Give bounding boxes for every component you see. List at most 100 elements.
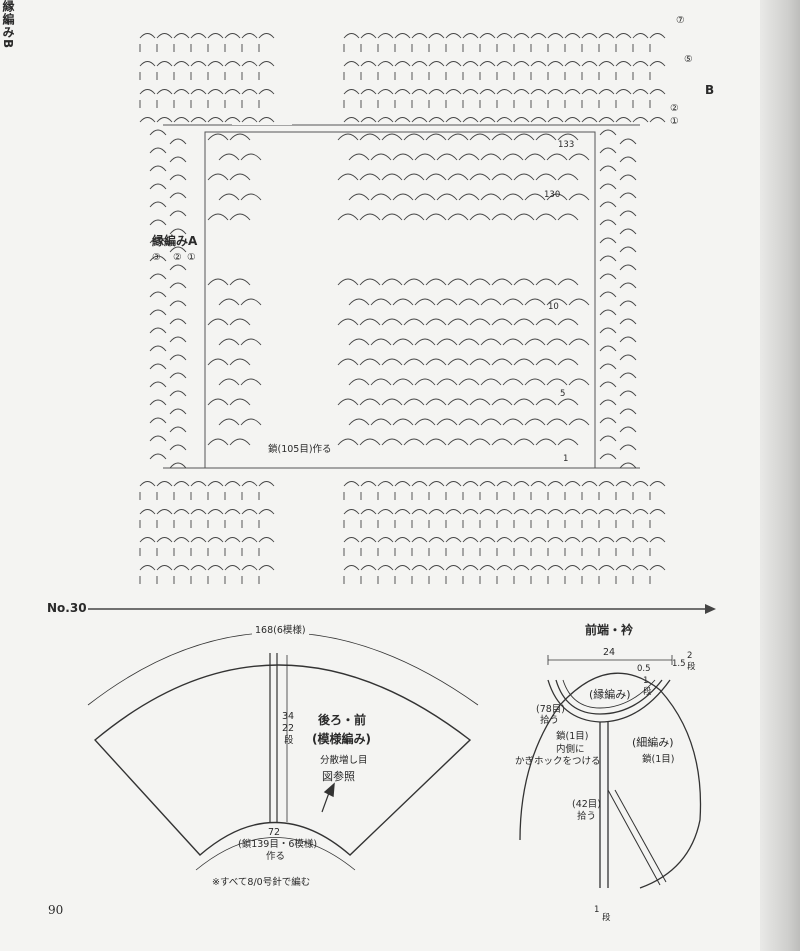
stitch-arc [425, 173, 447, 181]
stitch-arc [240, 378, 262, 386]
pattern-number: No.30 [47, 601, 87, 615]
stitch-arc [240, 418, 262, 426]
stitch-arc [258, 89, 275, 95]
stitch-arc [428, 537, 445, 543]
stitch-arc [524, 193, 546, 201]
stitch-arc [377, 509, 394, 515]
stitch-arc [241, 509, 258, 515]
stitch-arc [564, 33, 581, 39]
stitch-arc [149, 381, 167, 388]
stitch-arc [428, 481, 445, 487]
front-edge-2: 2 [687, 651, 693, 661]
edging-a-row-3: ③ [152, 252, 161, 263]
stitch-arc [599, 147, 617, 154]
stitch-arc [564, 509, 581, 515]
stitch-arc [218, 298, 240, 306]
stitch-arc [524, 153, 546, 161]
stitch-arc [337, 438, 359, 446]
stitch-arc [343, 481, 360, 487]
stitch-arc [381, 278, 403, 286]
stitch-arc [156, 537, 173, 543]
stitch-arc [224, 33, 241, 39]
stitch-arc [149, 399, 167, 406]
stitch-arc [229, 438, 251, 446]
stitch-arc [360, 537, 377, 543]
page-number: 90 [48, 903, 64, 917]
stitch-arc [173, 565, 190, 571]
stitch-arc [547, 509, 564, 515]
stitch-arc [411, 61, 428, 67]
stitch-arc [370, 418, 392, 426]
stitch-arc [598, 509, 615, 515]
stitch-arc [479, 89, 496, 95]
stitch-arc [530, 61, 547, 67]
stitch-arc [258, 565, 275, 571]
stitch-arc [491, 173, 513, 181]
front-edge-inner: 内側に [556, 744, 585, 755]
stitch-arc [169, 300, 187, 307]
stitch-arc [337, 398, 359, 406]
stitch-arc [535, 278, 557, 286]
stitch-arc [619, 336, 637, 343]
stitch-arc [156, 509, 173, 515]
stitch-arc [414, 298, 436, 306]
stitch-arc [139, 117, 156, 123]
stitch-arc [139, 61, 156, 67]
stitch-arc [445, 117, 462, 123]
stitch-arc [343, 537, 360, 543]
front-edge-chain1: 鎖(1目) [556, 731, 589, 742]
stitch-arc [218, 153, 240, 161]
stitch-arc [535, 213, 557, 221]
stitch-arc [436, 378, 458, 386]
stitch-arc [207, 318, 229, 326]
stitch-arc [491, 358, 513, 366]
stitch-arc [513, 213, 535, 221]
stitch-arc [447, 358, 469, 366]
stitch-arc [229, 173, 251, 181]
stitch-arc [414, 153, 436, 161]
stitch-arc [502, 298, 524, 306]
stitch-arc [546, 298, 568, 306]
stitch-arc [403, 398, 425, 406]
stitch-arc [207, 509, 224, 515]
stitch-arc [530, 117, 547, 123]
back-front-note2: 図参照 [322, 770, 355, 783]
stitch-arc [496, 509, 513, 515]
stitch-arc [649, 509, 666, 515]
stitch-arc [370, 298, 392, 306]
stitch-arc [568, 153, 590, 161]
stitch-arc [359, 213, 381, 221]
stitch-arc [619, 282, 637, 289]
stitch-arc [240, 153, 262, 161]
stitch-arc [343, 565, 360, 571]
stitch-arc [535, 318, 557, 326]
stitch-arc [169, 228, 187, 235]
stitch-arc [240, 193, 262, 201]
stitch-arc [337, 358, 359, 366]
stitch-arc [218, 418, 240, 426]
stitch-arc [359, 173, 381, 181]
stitch-arc [513, 537, 530, 543]
stitch-arc [428, 509, 445, 515]
stitch-arc [149, 165, 167, 172]
stitch-arc [458, 193, 480, 201]
back-front-title: 後ろ・前 [318, 713, 367, 727]
stitch-arc [462, 89, 479, 95]
stitch-arc [359, 398, 381, 406]
stitch-arc [359, 318, 381, 326]
stitch-arc [619, 156, 637, 163]
stitch-arc [149, 327, 167, 334]
stitch-arc [649, 537, 666, 543]
stitch-arc [619, 444, 637, 451]
back-front-height-unit: 段 [284, 735, 294, 746]
stitch-arc [599, 219, 617, 226]
stitch-arc [348, 153, 370, 161]
stitch-arc [599, 183, 617, 190]
stitch-arc [207, 398, 229, 406]
stitch-arc [502, 193, 524, 201]
stitch-arc [458, 298, 480, 306]
stitch-arc [568, 378, 590, 386]
back-front-bottom-detail: (鎖139目・6模様) [238, 839, 318, 850]
stitch-arc [546, 338, 568, 346]
back-front-width: 168(6模様) [252, 625, 309, 637]
